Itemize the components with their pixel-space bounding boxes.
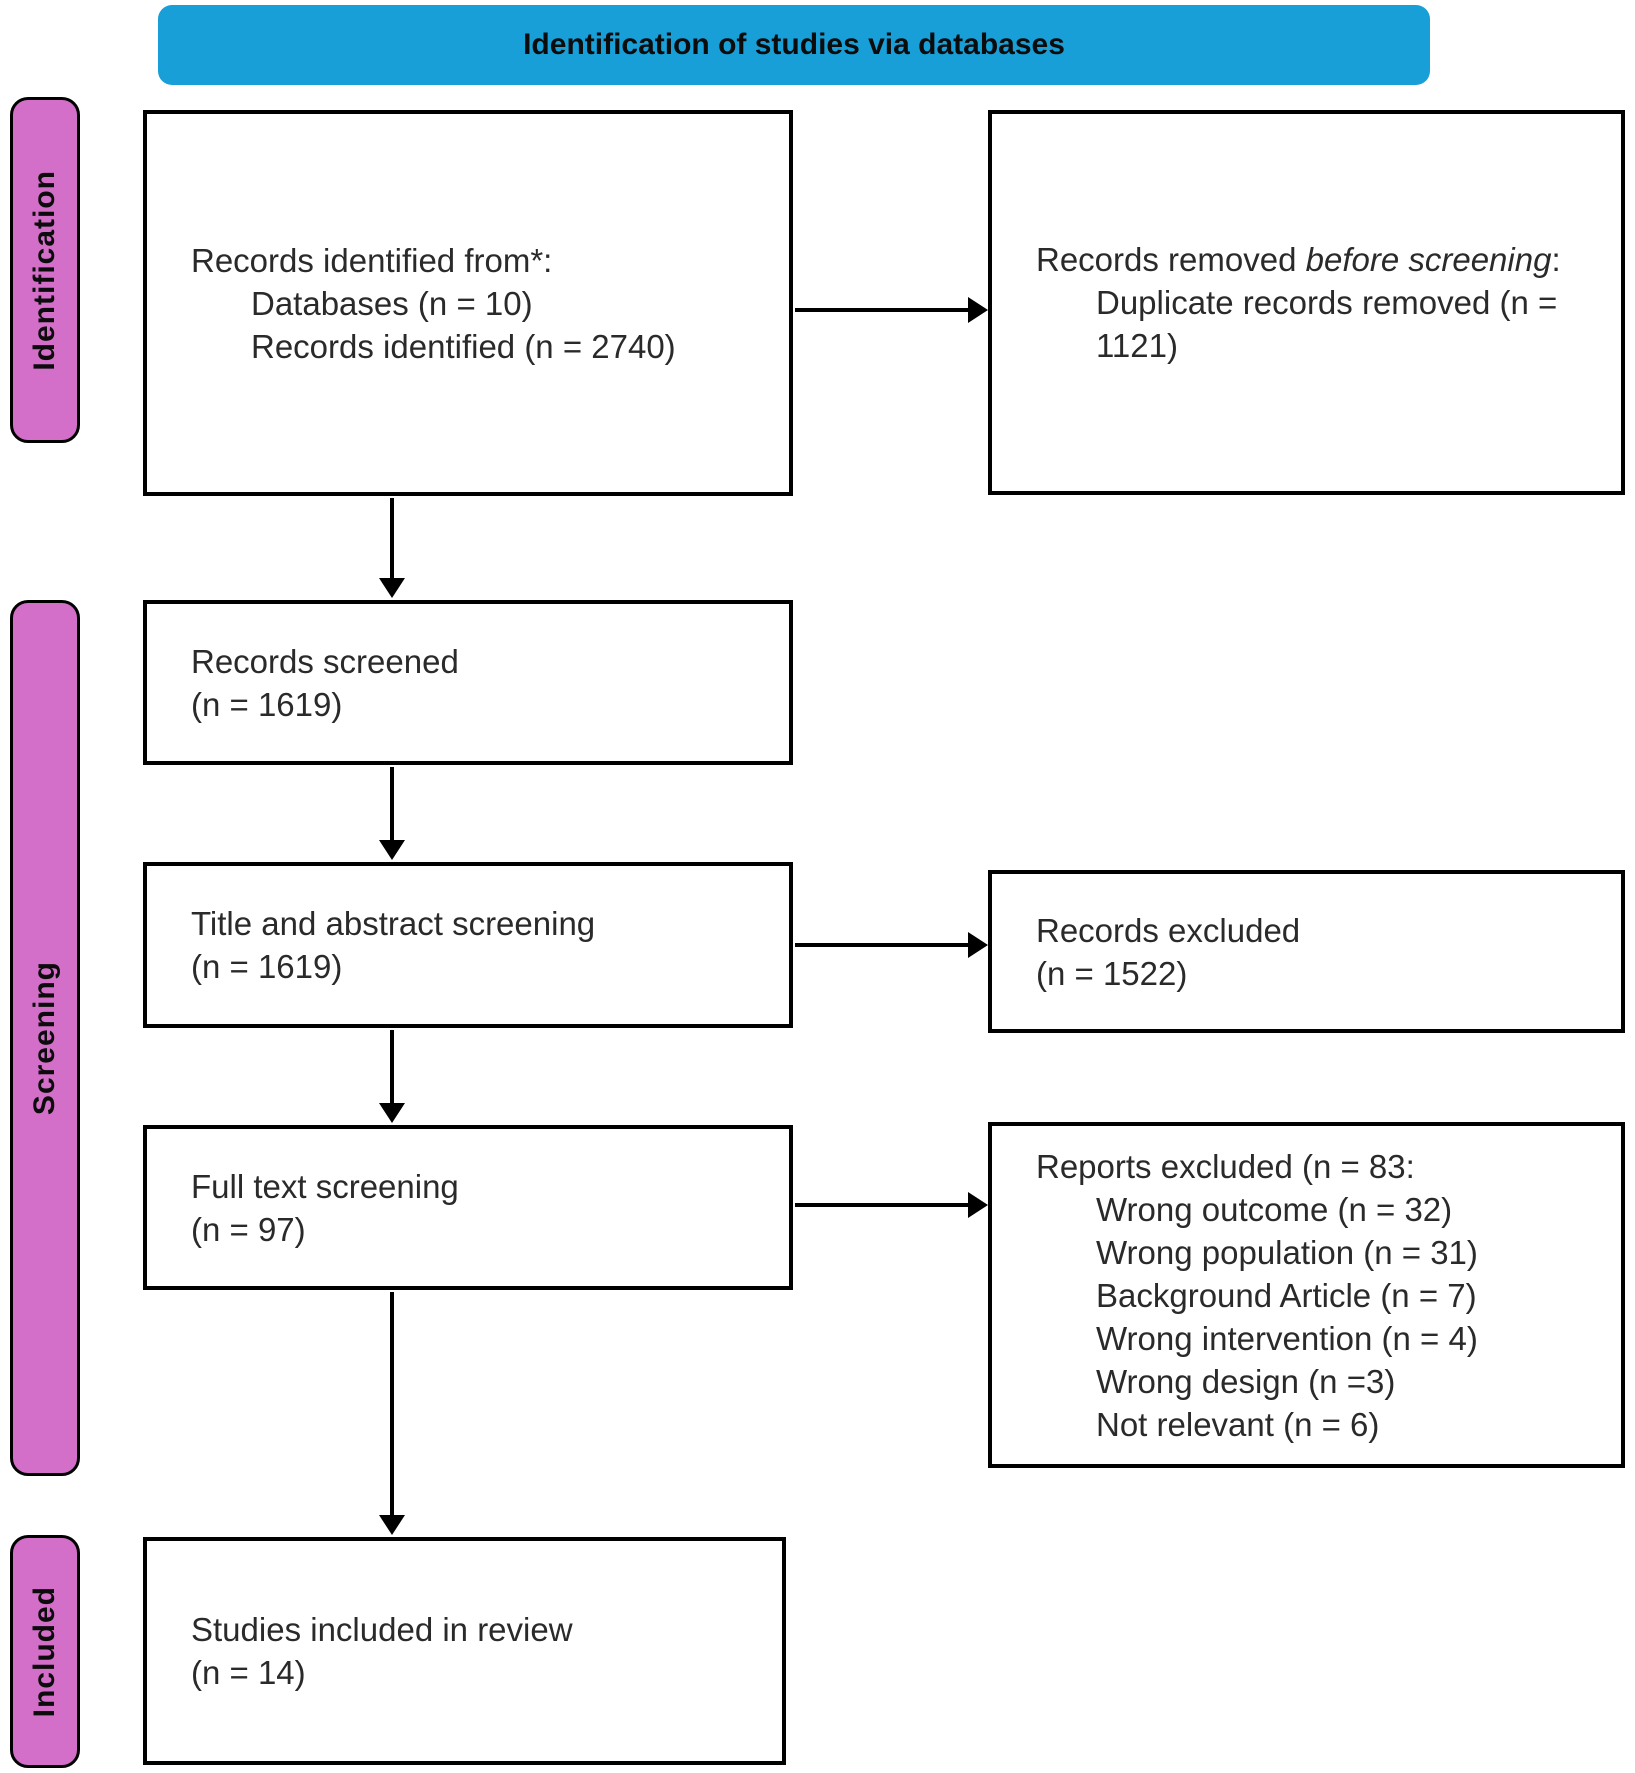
arrow-full-text-to-included xyxy=(390,1292,394,1515)
box-title-abstract-screening: Title and abstract screening (n = 1619) xyxy=(143,862,793,1028)
list-line: Not relevant (n = 6) xyxy=(1096,1405,1380,1443)
stage-screening-label: Screening xyxy=(28,960,61,1116)
box-records-excluded: Records excluded (n = 1522) xyxy=(988,870,1625,1033)
records-removed-items: Duplicate records removed (n = 1121) xyxy=(1096,281,1607,367)
records-removed-suffix: : xyxy=(1551,241,1561,278)
arrow-identified-to-removed xyxy=(795,308,968,312)
box-records-removed: Records removed before screening: Duplic… xyxy=(988,110,1625,495)
title-abstract-line1: Title and abstract screening xyxy=(191,905,596,942)
full-text-count: (n = 97) xyxy=(191,1210,306,1248)
reports-excluded-items: Wrong outcome (n = 32) Wrong population (… xyxy=(1096,1188,1607,1446)
list-line: Wrong population (n = 31) xyxy=(1096,1233,1478,1271)
header-banner: Identification of studies via databases xyxy=(158,5,1430,85)
records-removed-prefix: Records removed xyxy=(1036,241,1306,278)
box-reports-excluded: Reports excluded (n = 83: Wrong outcome … xyxy=(988,1122,1625,1468)
records-removed-title: Records removed before screening: xyxy=(1036,238,1607,281)
arrow-screened-to-title-abstract xyxy=(390,767,394,840)
records-excluded-line1: Records excluded xyxy=(1036,911,1301,949)
list-line: Wrong design (n =3) xyxy=(1096,1362,1396,1400)
box-full-text-screening: Full text screening (n = 97) xyxy=(143,1125,793,1290)
arrow-title-abstract-to-records-excluded xyxy=(795,943,968,947)
box-records-identified: Records identified from*: Databases (n =… xyxy=(143,110,793,496)
records-identified-title: Records identified from*: xyxy=(191,241,553,279)
studies-included-count: (n = 14) xyxy=(191,1654,306,1691)
stage-identification-label: Identification xyxy=(28,169,61,371)
list-line: Wrong outcome (n = 32) xyxy=(1096,1190,1453,1228)
arrow-title-abstract-to-full-text xyxy=(390,1030,394,1103)
records-excluded-count: (n = 1522) xyxy=(1036,954,1188,992)
stage-included-label: Included xyxy=(28,1585,61,1718)
arrow-identified-to-screened xyxy=(390,498,394,578)
studies-included-line1: Studies included in review xyxy=(191,1611,573,1648)
records-screened-line1: Records screened xyxy=(191,642,459,680)
list-line: Duplicate records removed (n = 1121) xyxy=(1096,284,1558,364)
arrow-full-text-to-reports-excluded xyxy=(795,1203,968,1207)
records-screened-count: (n = 1619) xyxy=(191,685,343,723)
stage-identification: Identification xyxy=(10,97,80,443)
stage-screening: Screening xyxy=(10,600,80,1476)
list-line: Background Article (n = 7) xyxy=(1096,1276,1477,1314)
title-abstract-count: (n = 1619) xyxy=(191,948,343,985)
reports-excluded-title: Reports excluded (n = 83: xyxy=(1036,1147,1415,1185)
list-line: Records identified (n = 2740) xyxy=(251,327,676,365)
list-line: Wrong intervention (n = 4) xyxy=(1096,1319,1478,1357)
list-line: Databases (n = 10) xyxy=(251,284,533,322)
box-records-screened: Records screened (n = 1619) xyxy=(143,600,793,765)
records-removed-italic: before screening xyxy=(1305,241,1552,278)
diagram-title: Identification of studies via databases xyxy=(523,28,1065,61)
box-studies-included: Studies included in review (n = 14) xyxy=(143,1537,786,1765)
records-identified-items: Databases (n = 10) Records identified (n … xyxy=(251,282,775,368)
stage-included: Included xyxy=(10,1535,80,1768)
full-text-line1: Full text screening xyxy=(191,1167,459,1205)
